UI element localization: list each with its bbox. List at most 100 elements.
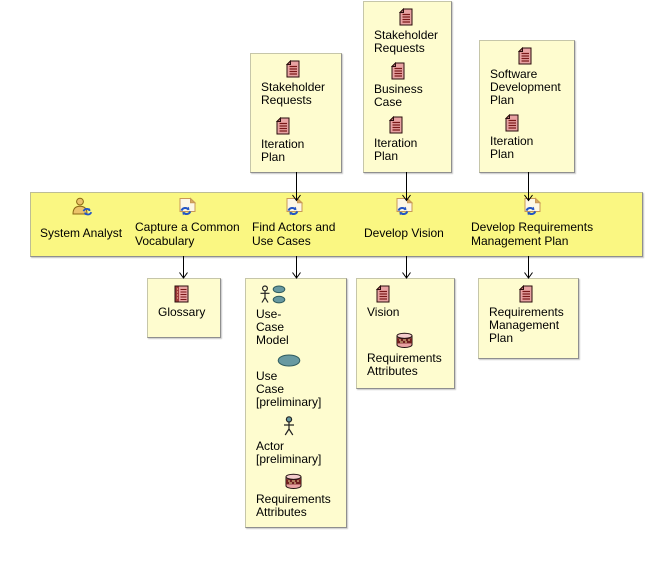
- activity-label-line: Use Cases: [252, 234, 311, 248]
- artifact-label-line: Use-: [256, 307, 282, 321]
- artifact-label-line: Plan: [490, 93, 515, 107]
- output-artifacts-box-glossary: Glossary: [147, 278, 221, 338]
- artifact-label-line: Glossary: [158, 305, 206, 319]
- activity-capture-a-common-vocabulary[interactable]: Capture a Common Vocabulary: [135, 197, 240, 248]
- artifact-label-line: Attributes: [367, 364, 418, 378]
- artifact-label-line: Iteration: [490, 134, 534, 148]
- artifact-label-line: Iteration: [261, 137, 305, 151]
- glossary-icon: [174, 285, 189, 303]
- artifact-stakeholder-requests[interactable]: Stakeholder Requests: [261, 59, 325, 107]
- input-artifacts-box-develop-rmp: Software Development Plan Iteration Plan: [479, 40, 575, 173]
- artifact-label-line: Requests: [374, 41, 425, 55]
- artifact-label-line: Case: [374, 95, 403, 109]
- requirements-attributes-icon: [284, 473, 303, 490]
- artifact-label-line: Business: [374, 82, 423, 96]
- activity-label-line: Find Actors and: [252, 220, 336, 234]
- flow-arrow: [179, 256, 188, 279]
- document-icon: [519, 284, 533, 303]
- artifact-label-line: Vision: [367, 305, 400, 319]
- activity-label: Develop Requirements Management Plan: [471, 220, 593, 248]
- activity-label: Capture a Common Vocabulary: [135, 220, 240, 248]
- artifact-label-line: Management: [489, 318, 560, 332]
- activity-label-line: Develop Requirements: [471, 220, 594, 234]
- output-artifacts-box-requirements-management-plan: Requirements Management Plan: [478, 278, 579, 359]
- artifact-glossary[interactable]: Glossary: [158, 284, 205, 319]
- artifact-label-line: [preliminary]: [256, 395, 322, 409]
- artifact-label-line: Stakeholder: [374, 28, 439, 42]
- artifact-label-line: Requests: [261, 93, 312, 107]
- artifact-label-line: Plan: [374, 149, 399, 163]
- artifact-label-line: Model: [256, 333, 289, 347]
- artifact-use-case-model[interactable]: Use- Case Model: [256, 284, 289, 347]
- role-label: System Analyst: [40, 226, 122, 240]
- artifact-actor-preliminary[interactable]: Actor [preliminary]: [256, 415, 321, 466]
- artifact-label-line: Requirements: [256, 492, 331, 506]
- output-artifacts-box-use-case-model: Use- Case Model Use Case [preliminary] A…: [245, 278, 347, 528]
- activity-label-line: Capture a Common: [135, 220, 240, 234]
- artifact-stakeholder-requests[interactable]: Stakeholder Requests: [374, 7, 438, 55]
- activity-label-line: Management Plan: [471, 234, 569, 248]
- flow-arrow: [402, 172, 411, 202]
- artifact-label-line: Actor: [256, 439, 285, 453]
- artifact-iteration-plan[interactable]: Iteration Plan: [490, 113, 533, 161]
- artifact-label-line: Requirements: [367, 351, 442, 365]
- flow-arrow: [524, 172, 533, 202]
- artifact-label-line: Use: [256, 369, 278, 383]
- document-icon: [518, 46, 532, 65]
- artifact-software-development-plan[interactable]: Software Development Plan: [490, 46, 561, 107]
- artifact-label-line: Plan: [489, 331, 514, 345]
- artifact-label-line: Plan: [261, 150, 286, 164]
- artifact-label-line: Plan: [490, 147, 515, 161]
- activity-band: [30, 192, 643, 257]
- role-icon: [70, 197, 93, 217]
- document-icon: [275, 116, 290, 135]
- document-icon: [388, 115, 403, 134]
- artifact-requirements-management-plan[interactable]: Requirements Management Plan: [489, 284, 564, 345]
- document-icon: [504, 113, 519, 132]
- activity-label: Develop Vision: [364, 226, 444, 240]
- artifact-use-case-preliminary[interactable]: Use Case [preliminary]: [256, 353, 321, 409]
- activity-develop-vision[interactable]: Develop Vision: [364, 197, 444, 240]
- activity-find-actors-and-use-cases[interactable]: Find Actors and Use Cases: [252, 197, 335, 248]
- artifact-label-line: Case: [256, 320, 285, 334]
- activity-label-line: Develop Vision: [364, 226, 444, 240]
- artifact-label-line: Software: [490, 67, 538, 81]
- artifact-label-line: Development: [490, 80, 561, 94]
- input-artifacts-box-find-actors: Stakeholder Requests Iteration Plan: [250, 53, 342, 173]
- artifact-label-line: Case: [256, 382, 285, 396]
- document-icon: [376, 284, 390, 303]
- artifact-requirements-attributes[interactable]: Requirements Attributes: [256, 472, 331, 519]
- flow-arrow: [292, 256, 301, 279]
- document-icon: [398, 7, 413, 26]
- role-system-analyst[interactable]: System Analyst: [40, 197, 122, 240]
- activity-icon: [521, 197, 543, 217]
- artifact-label-line: Iteration: [374, 136, 418, 150]
- artifact-label-line: Requirements: [489, 305, 564, 319]
- activity-develop-requirements-management-plan[interactable]: Develop Requirements Management Plan: [471, 197, 593, 248]
- document-icon: [285, 59, 300, 78]
- use-case-icon: [277, 354, 301, 367]
- activity-label-line: Vocabulary: [135, 234, 195, 248]
- role-label-line: System Analyst: [40, 226, 123, 240]
- artifact-label-line: Stakeholder: [261, 80, 326, 94]
- flow-arrow: [524, 256, 533, 279]
- artifact-iteration-plan[interactable]: Iteration Plan: [261, 116, 304, 164]
- activity-label: Find Actors and Use Cases: [252, 220, 335, 248]
- artifact-iteration-plan[interactable]: Iteration Plan: [374, 115, 417, 163]
- use-case-model-icon: [259, 285, 286, 305]
- input-artifacts-box-develop-vision: Stakeholder Requests Business Case: [363, 1, 452, 173]
- actor-icon: [282, 416, 296, 437]
- requirements-attributes-icon: [395, 332, 414, 349]
- artifact-business-case[interactable]: Business Case: [374, 61, 423, 109]
- artifact-label-line: Attributes: [256, 505, 307, 519]
- document-icon: [391, 61, 405, 80]
- artifact-label-line: [preliminary]: [256, 452, 322, 466]
- artifact-vision[interactable]: Vision: [367, 284, 399, 319]
- activity-icon: [283, 197, 305, 217]
- artifact-requirements-attributes[interactable]: Requirements Attributes: [367, 331, 442, 378]
- output-artifacts-box-vision: Vision Requirements Attributes: [356, 278, 455, 389]
- activity-icon: [176, 197, 198, 217]
- flow-arrow: [402, 256, 411, 279]
- activity-icon: [393, 197, 415, 217]
